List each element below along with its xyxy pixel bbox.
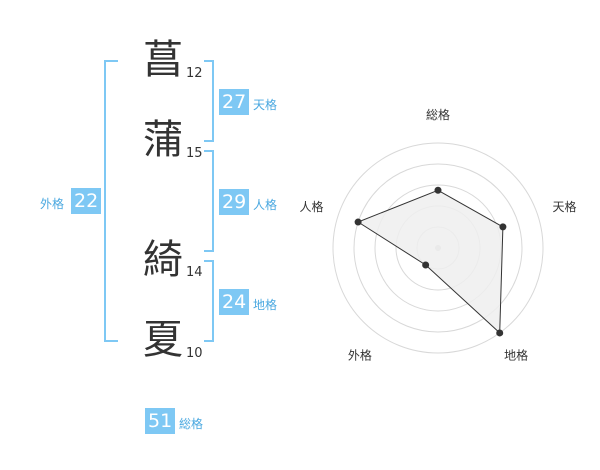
radar-point-5 xyxy=(354,218,362,226)
radar-point-2 xyxy=(499,223,507,231)
radar-axis-label-4: 外格 xyxy=(348,348,372,363)
jinkaku-badge: 29 xyxy=(219,189,250,215)
stroke-count-2: 15 xyxy=(186,146,203,161)
radar-point-4 xyxy=(422,261,430,269)
tenkaku-badge: 27 xyxy=(219,89,250,115)
gaikaku-label: 外格 xyxy=(40,197,65,211)
radar-ring xyxy=(332,142,544,354)
name-char-2: 蒲 xyxy=(143,117,183,163)
name-char-1: 菖 xyxy=(143,37,183,83)
gaikaku-badge: 22 xyxy=(71,188,102,214)
radar-axis-label-3: 地格 xyxy=(504,348,528,363)
radar-axis-label-2: 天格 xyxy=(552,199,576,214)
radar-data-polygon xyxy=(357,189,504,335)
soukaku-badge: 51 xyxy=(145,408,176,434)
radar-point-3 xyxy=(496,329,504,337)
soukaku-label: 総格 xyxy=(179,417,204,431)
chikaku-badge: 24 xyxy=(219,289,250,315)
radar-point-1 xyxy=(434,186,442,194)
radar-ring xyxy=(353,163,523,333)
tenkaku-label: 天格 xyxy=(253,98,278,112)
jinkaku-label: 人格 xyxy=(253,198,278,212)
stroke-count-1: 12 xyxy=(186,66,203,81)
radar-axis-label-1: 総格 xyxy=(426,107,450,122)
chikaku-label: 地格 xyxy=(253,298,278,312)
stroke-count-3: 14 xyxy=(186,265,203,280)
radar-points xyxy=(354,186,507,337)
stroke-count-4: 10 xyxy=(186,346,203,361)
gaikaku-bracket xyxy=(104,60,118,342)
tenkaku-bracket xyxy=(204,60,214,142)
name-char-4: 夏 xyxy=(143,317,183,363)
name-char-3: 綺 xyxy=(143,237,183,283)
radar-axis-label-5: 人格 xyxy=(300,199,324,214)
chikaku-bracket xyxy=(204,260,214,342)
jinkaku-bracket xyxy=(204,150,214,252)
